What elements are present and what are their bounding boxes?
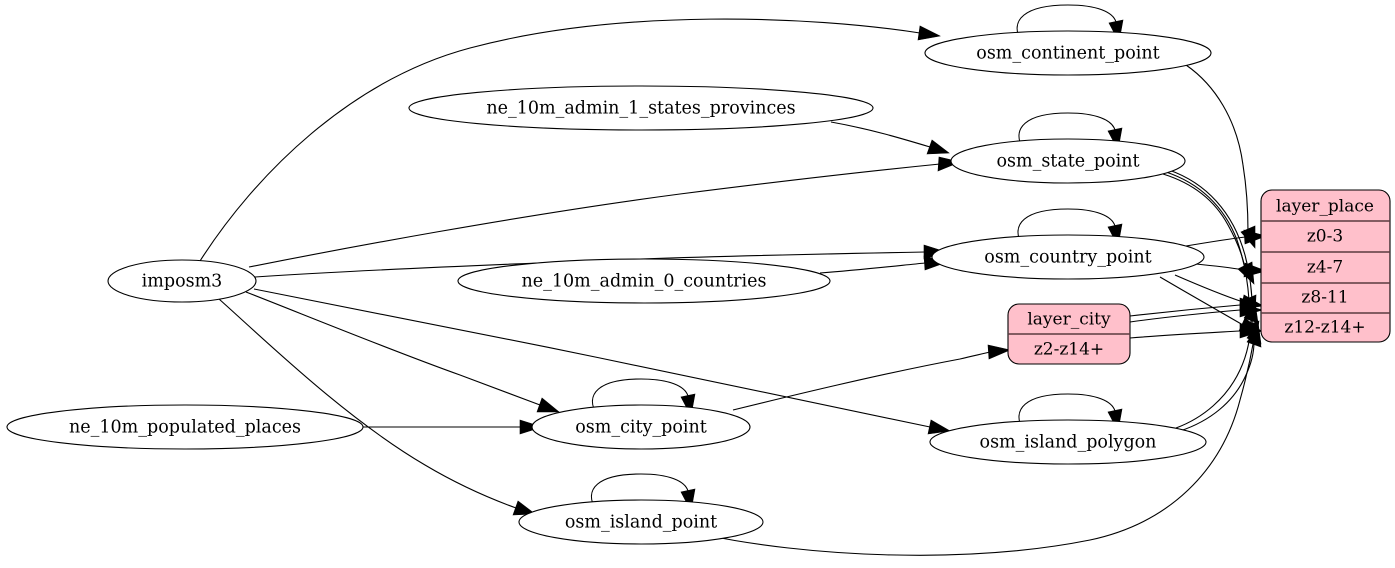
layer-place-row-z0-3: z0-3 (1307, 227, 1343, 247)
node-label-imposm3: imposm3 (142, 272, 223, 292)
node-osm_island_point[interactable]: osm_island_point (518, 499, 764, 545)
node-osm_country_point[interactable]: osm_country_point (931, 234, 1205, 280)
node-label-ne-states: ne_10m_admin_1_states_provinces (486, 99, 795, 119)
layer-place-row-z4-7: z4-7 (1307, 258, 1343, 278)
edge-osm_country_point-layer_place-z4-7 (1195, 262, 1267, 278)
edge-imposm3-osm_city_point (245, 291, 560, 413)
layer-city-row-z2-z14: z2-z14+ (1034, 340, 1104, 360)
edge-ne_states-osm_state_point (830, 121, 950, 155)
node-ne_10m_populated_places[interactable]: ne_10m_populated_places (6, 404, 364, 450)
node-label-osm-continent-point: osm_continent_point (976, 44, 1159, 64)
layer-place-title: layer_place (1276, 197, 1374, 217)
edge-layer_city-layer_place-z12-z14 (1129, 323, 1263, 339)
node-ne_10m_admin_0_countries[interactable]: ne_10m_admin_0_countries (457, 258, 831, 304)
edge-osm_island_polygon-layer_place-z12-z14 (1179, 325, 1262, 432)
node-osm_continent_point[interactable]: osm_continent_point (924, 30, 1212, 76)
node-osm_state_point[interactable]: osm_state_point (950, 138, 1186, 184)
layer-place-row-z8-11: z8-11 (1301, 288, 1348, 308)
edge-imposm3-osm_continent_point (199, 18, 941, 262)
node-label-ne-populated: ne_10m_populated_places (69, 418, 301, 438)
layer-place-row-z12-z14: z12-z14+ (1284, 318, 1365, 338)
layer-node-layer_city[interactable]: layer_city z2-z14+ (1007, 303, 1131, 365)
edge-layer_city-layer_place-z8-11b (1129, 302, 1263, 323)
edge-ne_countries-osm_country_point (819, 255, 949, 274)
node-label-osm-state-point: osm_state_point (996, 152, 1139, 172)
layer-node-layer_place[interactable]: layer_place z0-3 z4-7 z8-11 z12-z14+ (1260, 189, 1391, 343)
node-label-osm-country-point: osm_country_point (984, 248, 1151, 268)
edge-ne_populated-osm_city_point (363, 419, 543, 435)
node-layer: imposm3 ne_10m_admin_1_states_provinces … (6, 30, 1212, 545)
layer-city-title: layer_city (1027, 310, 1111, 330)
node-imposm3[interactable]: imposm3 (107, 259, 257, 303)
node-label-osm-city-point: osm_city_point (575, 418, 707, 438)
edge-imposm3-osm_island_polygon (253, 288, 951, 435)
edge-imposm3-osm_island_point (218, 298, 536, 516)
node-label-osm-island-polygon: osm_island_polygon (980, 433, 1157, 453)
edge-imposm3-osm_state_point (248, 156, 961, 268)
edge-osm_island_point-layer_place-z12-z14 (705, 321, 1262, 556)
edge-osm_country_point-layer_place-z0-3 (1185, 229, 1267, 247)
node-label-ne-countries: ne_10m_admin_0_countries (522, 272, 767, 292)
edge-layer (199, 4, 1267, 556)
node-label-osm-island-point: osm_island_point (565, 513, 717, 533)
edge-osm_continent_point-layer_place-z0-3 (1185, 64, 1256, 249)
node-osm_island_polygon[interactable]: osm_island_polygon (929, 419, 1207, 465)
node-ne_10m_admin_1_states_provinces[interactable]: ne_10m_admin_1_states_provinces (408, 85, 874, 131)
node-osm_city_point[interactable]: osm_city_point (531, 404, 751, 450)
edge-osm_city_point-layer_city-z2-z14 (732, 344, 1011, 411)
